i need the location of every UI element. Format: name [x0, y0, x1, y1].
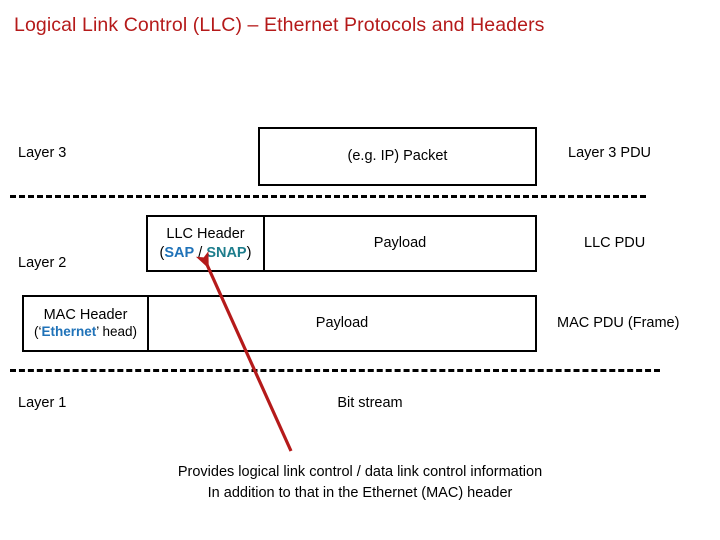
mac-header-line2: (‘Ethernet’ head): [34, 324, 137, 341]
caption-line-2: In addition to that in the Ethernet (MAC…: [207, 485, 513, 502]
mac-quote-close: ’ head): [96, 324, 138, 340]
layer2-left-label: Layer 2: [18, 255, 67, 271]
llc-payload-cell: Payload: [373, 235, 427, 252]
mac-quote-open: (‘: [33, 324, 42, 340]
llc-header-line1: LLC Header: [166, 226, 245, 243]
llc-right-label: LLC PDU: [584, 235, 646, 251]
llc-separator: /: [194, 244, 207, 261]
mac-pdu-box: MAC Header (‘Ethernet’ head) Payload: [22, 295, 537, 352]
llc-header-cell: LLC Header (SAP / SNAP): [148, 217, 265, 270]
layer3-packet-cell: (e.g. IP) Packet: [347, 148, 448, 165]
mac-header-line1: MAC Header: [43, 307, 128, 323]
llc-pdu-box: LLC Header (SAP / SNAP) Payload: [146, 215, 537, 272]
page-title: Logical Link Control (LLC) – Ethernet Pr…: [14, 14, 545, 36]
layer1-bitstream-label: Bit stream: [337, 395, 403, 411]
mac-header-cell: MAC Header (‘Ethernet’ head): [24, 297, 149, 350]
sap-text: SAP: [164, 244, 195, 261]
llc-paren-open: (: [159, 244, 165, 261]
layer3-right-label: Layer 3 PDU: [568, 145, 652, 161]
llc-header-line2: (SAP / SNAP): [160, 244, 252, 262]
llc-paren-close: ): [246, 244, 252, 261]
layer3-left-label: Layer 3: [18, 145, 67, 161]
annotation-caption: Provides logical link control / data lin…: [0, 462, 720, 504]
mac-right-label: MAC PDU (Frame): [557, 315, 680, 331]
ethernet-text: Ethernet: [41, 324, 97, 340]
layer3-pdu-box: (e.g. IP) Packet: [258, 127, 537, 186]
caption-line-1: Provides logical link control / data lin…: [177, 464, 543, 480]
layer1-left-label: Layer 1: [18, 395, 67, 411]
divider-layer2-layer1: [10, 369, 660, 372]
snap-text: SNAP: [206, 244, 247, 261]
arrow-line: [195, 251, 293, 452]
mac-payload-cell: Payload: [315, 315, 369, 332]
divider-layer3-layer2: [10, 195, 646, 198]
